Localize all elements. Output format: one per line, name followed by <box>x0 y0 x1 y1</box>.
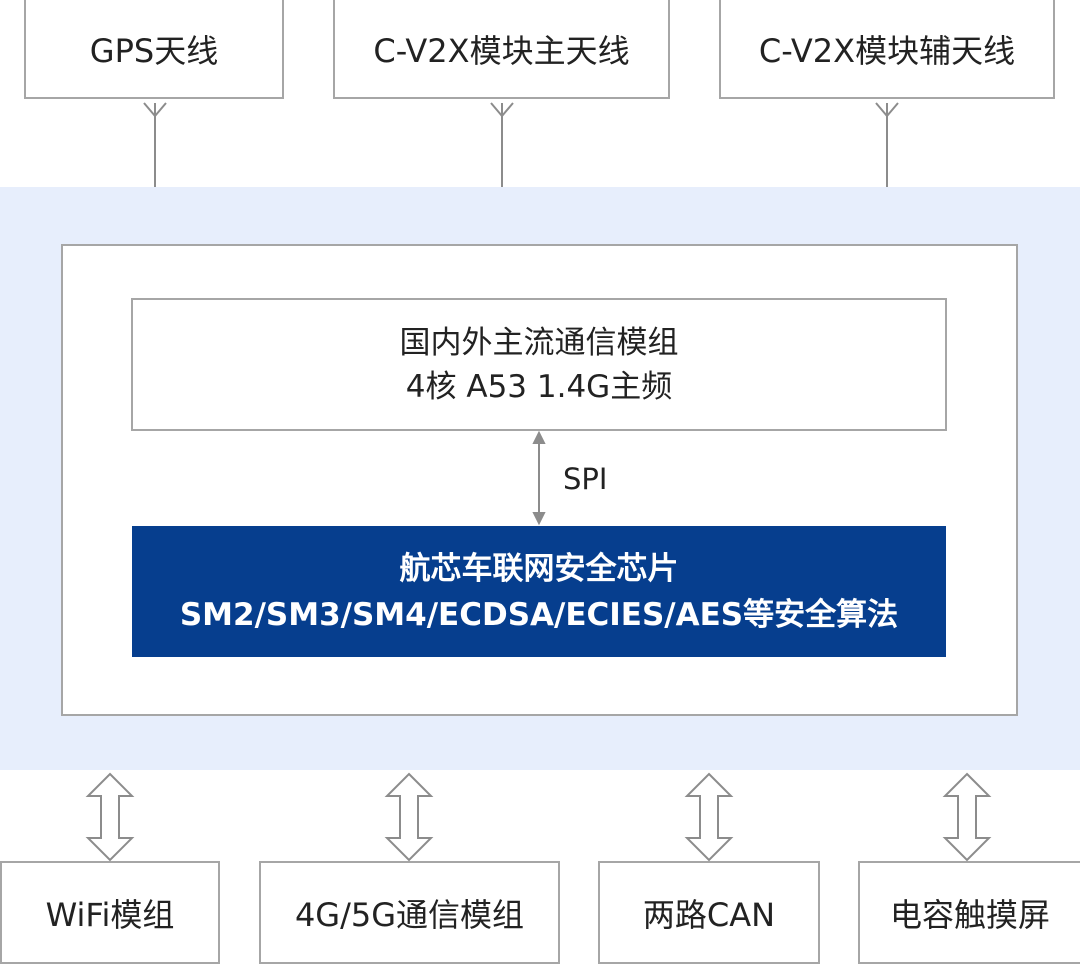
gps-antenna-label: GPS天线 <box>89 31 219 70</box>
modem-line-1: 国内外主流通信模组 <box>399 324 679 361</box>
cellular-module-box: 4G/5G通信模组 <box>259 861 560 964</box>
touchscreen-box: 电容触摸屏 <box>858 861 1080 964</box>
wifi-module-label: WiFi模组 <box>45 895 175 934</box>
spi-link-label: SPI <box>563 462 608 496</box>
modem-line-2: 4核 A53 1.4G主频 <box>405 368 673 405</box>
cv2x-main-antenna-label: C-V2X模块主天线 <box>373 31 630 70</box>
wifi-module-box: WiFi模组 <box>0 861 220 964</box>
cv2x-aux-antenna-box: C-V2X模块辅天线 <box>719 0 1055 99</box>
modem-module-box: 国内外主流通信模组 4核 A53 1.4G主频 <box>131 298 947 431</box>
spi-arrow <box>532 430 546 526</box>
touchscreen-link-arrow <box>942 772 992 862</box>
cv2x-aux-antenna-label: C-V2X模块辅天线 <box>758 31 1016 70</box>
can-box: 两路CAN <box>598 861 820 964</box>
can-label: 两路CAN <box>642 895 776 934</box>
touchscreen-label: 电容触摸屏 <box>889 895 1050 934</box>
chip-line-2: SM2/SM3/SM4/ECDSA/ECIES/AES等安全算法 <box>179 596 899 633</box>
gps-antenna-feed <box>143 102 167 187</box>
can-link-arrow <box>684 772 734 862</box>
wifi-link-arrow <box>85 772 135 862</box>
cellular-link-arrow <box>384 772 434 862</box>
cellular-module-label: 4G/5G通信模组 <box>294 895 525 934</box>
gps-antenna-box: GPS天线 <box>24 0 284 99</box>
chip-line-1: 航芯车联网安全芯片 <box>399 550 679 587</box>
cv2x-main-antenna-box: C-V2X模块主天线 <box>333 0 670 99</box>
cv2x-main-antenna-feed <box>490 102 514 187</box>
cv2x-aux-antenna-feed <box>875 102 899 187</box>
security-chip-box: 航芯车联网安全芯片 SM2/SM3/SM4/ECDSA/ECIES/AES等安全… <box>132 526 946 657</box>
